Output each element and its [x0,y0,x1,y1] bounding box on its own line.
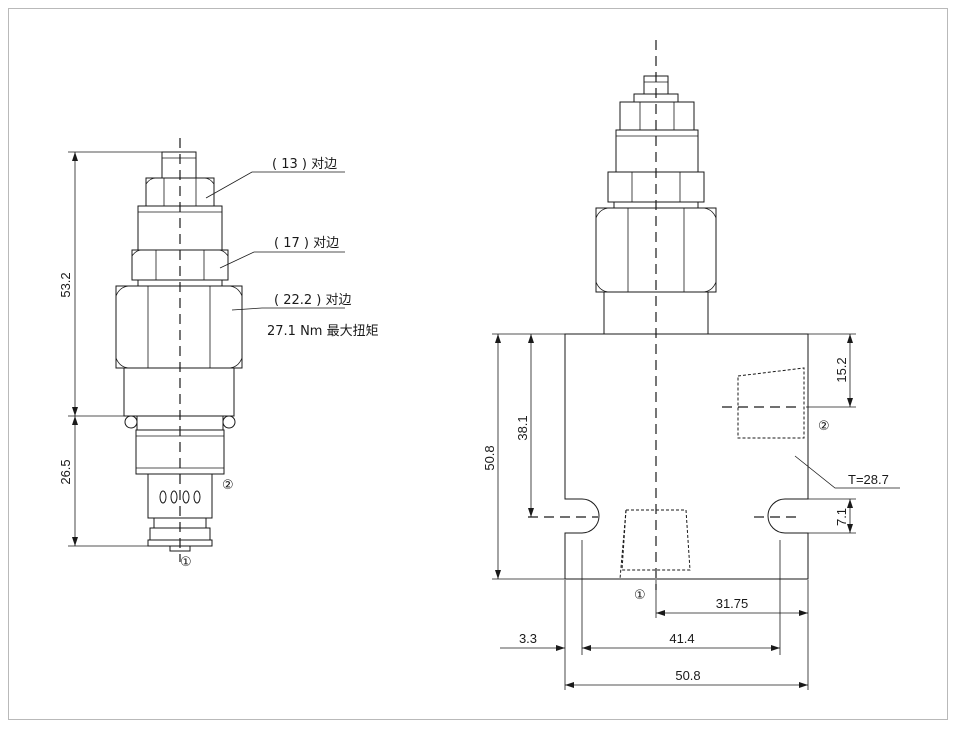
manifold-block [564,333,809,580]
dim-thickness: T=28.7 [848,472,889,487]
dim-lower-height: 26.5 [58,459,73,484]
right-dimensions: 50.8 38.1 15.2 7.1 31.75 41.4 3.3 50.8 [482,333,856,690]
dim-block-width: 50.8 [675,668,700,683]
right-labels: ② ① T=28.7 [634,419,900,603]
callout-torque: 27.1 Nm 最大扭矩 [267,324,379,339]
left-callouts: ( 13 ) 对边 ( 17 ) 对边 ( 22.2 ) 对边 27.1 Nm … [180,157,379,570]
dim-hole-spacing: 41.4 [669,631,694,646]
hex-22-body [115,285,243,369]
dim-overall-height: 53.2 [58,272,73,297]
port-1-cavity [621,509,691,571]
left-view-valve [115,138,243,562]
top-hex [619,101,695,131]
o-ring-left [124,415,138,429]
port-2-label-left: ② [222,478,234,493]
left-dimensions: 53.2 26.5 [58,151,162,547]
right-view-valve [528,40,809,590]
callout-hex-17: ( 17 ) 对边 [274,236,339,251]
drawing-frame [8,8,948,720]
o-ring-right [222,415,236,429]
dim-mount-hole-height: 7.1 [834,508,849,526]
port-1-label-left: ① [180,555,192,570]
dim-edge-offset: 3.3 [519,631,537,646]
callout-hex-22: ( 22.2 ) 对边 [274,293,352,308]
port-2-label-right: ② [818,419,830,434]
dim-top-to-port2: 15.2 [834,357,849,382]
port-1-label-right: ① [634,588,646,603]
dim-centerline-height: 38.1 [515,415,530,440]
adjusting-stem [161,151,197,179]
dim-block-height: 50.8 [482,445,497,470]
dim-port-offset: 31.75 [716,596,749,611]
port-2-cavity [737,367,805,439]
callout-hex-13: ( 13 ) 对边 [272,157,337,172]
